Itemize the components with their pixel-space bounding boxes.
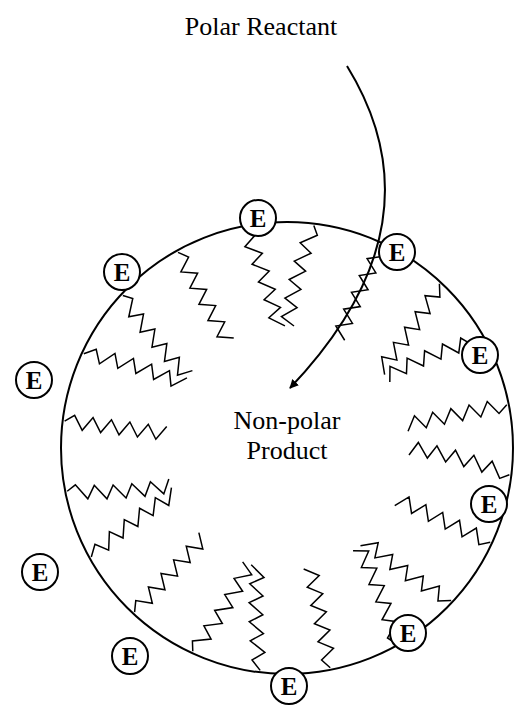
zigzag-chain	[65, 415, 167, 439]
reaction-arrow	[290, 66, 385, 388]
zigzag-chain	[91, 488, 171, 557]
enzyme-letter: E	[481, 492, 498, 517]
micelle-core: Non-polar Product	[61, 222, 513, 674]
zigzag-chain	[84, 349, 187, 386]
enzyme-letter: E	[122, 644, 139, 669]
hydrocarbon-chains	[65, 226, 510, 671]
enzyme-letter: E	[32, 560, 49, 585]
zigzag-chain	[408, 401, 507, 431]
zigzag-chain	[360, 543, 451, 601]
enzyme-circle: E	[270, 667, 308, 705]
enzyme-circle: E	[111, 637, 149, 675]
zigzag-chain	[192, 562, 251, 651]
zigzag-chain	[244, 228, 285, 326]
zigzag-chain	[249, 565, 265, 671]
enzyme-letter: E	[250, 206, 267, 231]
enzyme-circle: E	[389, 614, 427, 652]
core-label: Non-polar Product	[212, 406, 362, 466]
enzyme-letter: E	[281, 674, 298, 699]
zigzag-chain	[281, 226, 317, 326]
zigzag-chain	[123, 296, 193, 376]
zigzag-chain	[135, 533, 203, 613]
enzyme-circle: E	[15, 361, 53, 399]
zigzag-chain	[178, 252, 234, 338]
zigzag-chain	[382, 284, 440, 375]
reactant-label: Polar Reactant	[185, 12, 337, 42]
enzyme-letter: E	[389, 240, 406, 265]
enzyme-letter: E	[400, 621, 417, 646]
enzyme-letter: E	[26, 368, 43, 393]
micelle-outline	[61, 222, 513, 674]
enzyme-circle: E	[21, 553, 59, 591]
enzyme-circle: E	[239, 199, 277, 237]
enzyme-circle: E	[470, 485, 508, 523]
enzyme-circle: E	[103, 253, 141, 291]
zigzag-chain	[67, 479, 169, 499]
enzyme-circle: E	[461, 336, 499, 374]
zigzag-chain	[409, 442, 509, 478]
enzyme-letter: E	[472, 343, 489, 368]
zigzag-chain	[304, 569, 334, 668]
enzyme-circle: E	[378, 233, 416, 271]
enzyme-letter: E	[114, 260, 131, 285]
